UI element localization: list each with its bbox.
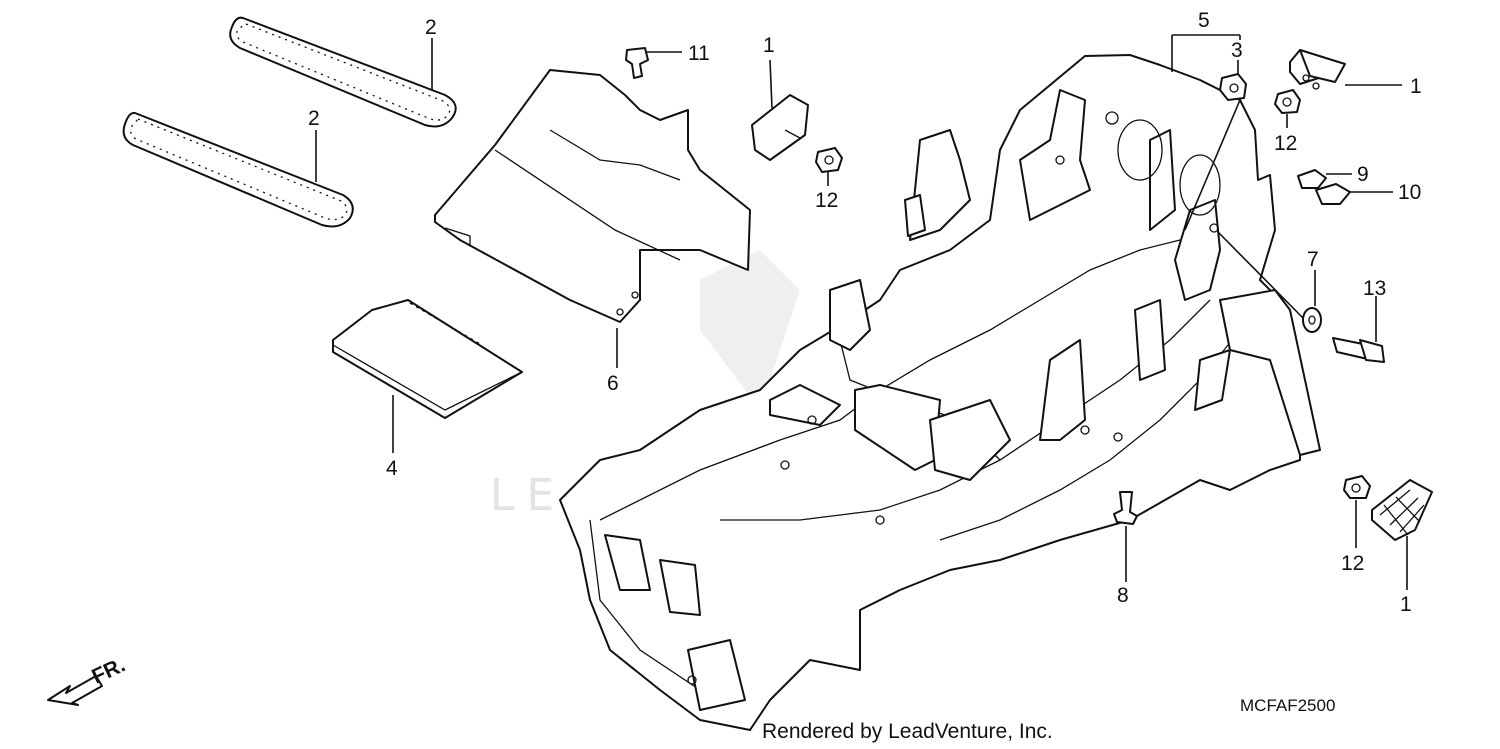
seal-strip-upper [229, 16, 457, 128]
nut-part-12-right [1274, 89, 1301, 114]
rear-fender-main [559, 54, 1321, 731]
rivet-part-9 [1297, 169, 1327, 189]
pad-part-4 [332, 299, 523, 419]
callouts: 2 2 11 1 12 6 4 5 3 1 12 9 10 7 13 8 12 … [308, 9, 1422, 616]
seal-strip-lower [122, 111, 354, 228]
leader-lines [315, 34, 1408, 590]
cover-part-6 [434, 69, 751, 323]
nut-part-12-bottom [1343, 475, 1371, 499]
bolt-part-13 [1332, 337, 1385, 363]
callout-1-top: 1 [763, 34, 775, 57]
callout-8: 8 [1117, 584, 1129, 607]
callout-12-top: 12 [815, 189, 838, 212]
callout-4: 4 [386, 457, 398, 480]
callout-2-lower: 2 [308, 107, 320, 130]
callout-1-bottom: 1 [1400, 593, 1412, 616]
cap-part-10 [1315, 183, 1351, 205]
nut-part-3 [1219, 73, 1247, 101]
diagram-code: MCFAF2500 [1240, 696, 1335, 715]
rubber-part-1-top-right [1289, 49, 1346, 90]
callout-12-right: 12 [1274, 132, 1297, 155]
credit-text: Rendered by LeadVenture, Inc. [762, 720, 1053, 743]
callout-6: 6 [607, 372, 619, 395]
callout-9: 9 [1357, 163, 1369, 186]
reflector-part-1 [1371, 479, 1433, 541]
front-direction-arrow: FR. [47, 653, 129, 706]
clip-part-11 [625, 47, 649, 79]
callout-3: 3 [1231, 39, 1243, 62]
nut-part-12-top [815, 147, 843, 173]
rubber-part-1-top [751, 94, 809, 161]
callout-11: 11 [688, 42, 710, 65]
callout-5: 5 [1198, 9, 1210, 32]
callout-7: 7 [1307, 248, 1319, 271]
callout-10: 10 [1398, 181, 1421, 204]
screw-part-8 [1113, 491, 1138, 525]
callout-12-bottom: 12 [1341, 552, 1364, 575]
callout-2-upper: 2 [425, 16, 437, 39]
callout-13: 13 [1363, 277, 1386, 300]
callout-1-right: 1 [1410, 75, 1422, 98]
washer-part-7 [1302, 307, 1322, 333]
